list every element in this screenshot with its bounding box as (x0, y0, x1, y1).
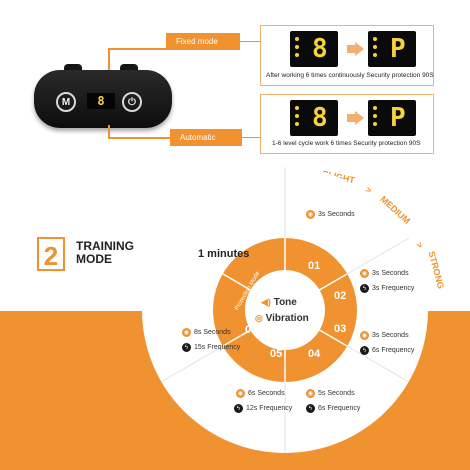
lcd-indicator-dot (295, 53, 299, 57)
training-title-line2: MODE (76, 252, 112, 266)
fixed-mode-line (230, 41, 260, 42)
segment-05: 05 (270, 348, 283, 360)
info-text: 3s Frequency (372, 285, 415, 292)
segment-02: 02 (334, 290, 347, 302)
fixed-mode-connector-vertical (108, 48, 110, 70)
arrow-right-icon (355, 111, 364, 125)
info-text: 3s Seconds (372, 270, 409, 277)
wheel-center-disc (245, 270, 325, 350)
tone-icon: ◉ (236, 389, 245, 398)
lightning-icon: ϟ (360, 346, 369, 355)
arrow-right-icon (355, 42, 364, 56)
segment-04: 04 (308, 348, 321, 360)
device-screen: 8 (87, 93, 115, 109)
power-icon: ⏻ (122, 92, 142, 112)
automatic-caption: 1-6 level cycle work 6 times Security pr… (272, 140, 421, 147)
automatic-connector (108, 137, 170, 139)
lcd-indicator-dot (373, 106, 377, 110)
vibration-label: ◎ Vibration (255, 313, 309, 324)
tone-icon: ◉ (360, 269, 369, 278)
mode-m-icon: M (56, 92, 76, 112)
lcd-indicator-dot (295, 114, 299, 118)
arrow-stem (347, 45, 355, 53)
lcd-indicator-dot (295, 122, 299, 126)
info-text: 15s Frequency (194, 344, 241, 351)
info-06-seconds: ◉8s Seconds (182, 328, 231, 337)
info-02-seconds: ◉3s Seconds (360, 269, 409, 278)
tone-label: ◀) Tone (261, 297, 297, 308)
lcd-digit: 8 (312, 103, 328, 133)
lcd-digit: P (390, 103, 406, 133)
lcd-indicator-dot (295, 37, 299, 41)
info-text: 5s Seconds (318, 390, 355, 397)
vibration-icon: ◎ (255, 313, 263, 323)
section-number: 2 (37, 237, 65, 271)
automatic-lcd-before: 8 (290, 100, 338, 136)
info-05-seconds: ◉6s Seconds (236, 389, 285, 398)
fixed-mode-caption: After working 6 times continuously Secur… (266, 72, 434, 79)
tone-icon: ◉ (306, 210, 315, 219)
segment-01: 01 (308, 260, 321, 272)
fixed-mode-lcd-after: P (368, 31, 416, 67)
training-mode-title: TRAINING MODE (76, 240, 134, 266)
info-text: 6s Seconds (248, 390, 285, 397)
tone-icon: ◉ (360, 331, 369, 340)
info-text: 6s Frequency (318, 405, 361, 412)
fixed-mode-lcd-before: 8 (290, 31, 338, 67)
segment-03: 03 (334, 323, 347, 335)
lcd-indicator-dot (373, 114, 377, 118)
lcd-indicator-dot (295, 106, 299, 110)
info-04-seconds: ◉5s Seconds (306, 389, 355, 398)
lcd-indicator-dot (295, 45, 299, 49)
info-text: 12s Frequency (246, 405, 293, 412)
segment-06: 06 (245, 324, 258, 336)
info-text: 3s Seconds (318, 211, 355, 218)
automatic-lcd-after: P (368, 100, 416, 136)
lcd-indicator-dot (373, 37, 377, 41)
info-03-seconds: ◉3s Seconds (360, 331, 409, 340)
vibration-text: Vibration (265, 313, 309, 324)
lightning-icon: ϟ (360, 284, 369, 293)
lcd-digit: P (390, 34, 406, 64)
tone-icon: ◉ (306, 389, 315, 398)
info-text: 3s Seconds (372, 332, 409, 339)
training-title-line1: TRAINING (76, 239, 134, 253)
fixed-mode-tag: Fixed mode (166, 33, 240, 50)
fixed-mode-connector (108, 48, 166, 50)
automatic-line (232, 137, 260, 138)
arrow-stem (347, 114, 355, 122)
device-clip-right (120, 64, 138, 74)
automatic-connector-vertical (108, 125, 110, 138)
minutes-label: 1 minutes (198, 248, 250, 260)
device-clip-left (64, 64, 82, 74)
lcd-indicator-dot (373, 122, 377, 126)
lcd-indicator-dot (373, 53, 377, 57)
automatic-tag: Automatic (170, 129, 242, 146)
lightning-icon: ϟ (182, 343, 191, 352)
info-01-seconds: ◉3s Seconds (306, 210, 355, 219)
info-text: 6s Frequency (372, 347, 415, 354)
tone-icon: ◉ (182, 328, 191, 337)
lcd-indicator-dot (373, 45, 377, 49)
speaker-icon: ◀) (261, 297, 271, 307)
lightning-icon: ϟ (234, 404, 243, 413)
lightning-icon: ϟ (306, 404, 315, 413)
info-text: 8s Seconds (194, 329, 231, 336)
lcd-digit: 8 (312, 34, 328, 64)
tone-text: Tone (273, 297, 297, 308)
